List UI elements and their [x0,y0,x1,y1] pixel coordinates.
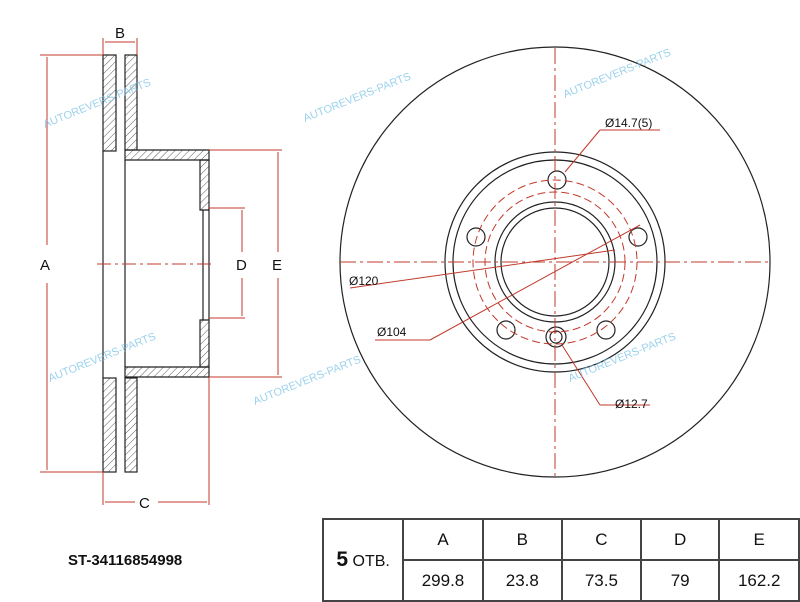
center-bore-inner [500,207,610,317]
header-c: C [560,518,642,561]
inner-plate-top [124,54,138,151]
label-hole-diameter: Ø14.7(5) [605,116,652,130]
holes-label: ОТВ. [352,553,390,570]
hub-flange-top [199,159,210,211]
label-center-hole: Ø12.7 [615,397,648,411]
side-section-view [102,54,210,473]
side-dimensions [40,38,282,505]
watermark-text: AUTOREVERS-PARTS [562,47,673,101]
hub-top-wall [124,149,210,161]
front-dimensions [340,48,770,478]
value-c: 73.5 [560,559,642,602]
holes-count-cell: 5 ОТВ. [321,518,405,602]
dimensions-table: 5 ОТВ. A B C D E 299.8 23.8 73.5 79 162.… [321,518,800,602]
inner-plate-bottom [124,377,138,473]
part-number: ST-34116854998 [68,552,183,569]
label-pcd-104: Ø104 [377,325,407,339]
header-b: B [481,518,563,561]
bolt-hole [628,227,648,247]
center-pin-hole [545,326,567,348]
bolt-hole [596,320,616,340]
outer-plate-bottom [102,377,117,473]
hub-bottom-wall [124,366,210,378]
header-a: A [402,518,484,561]
dim-label-a: A [40,257,50,274]
dim-label-c: C [139,495,150,512]
value-a: 299.8 [402,559,484,602]
bolt-hole [466,227,486,247]
hub-flange-bottom [199,319,210,368]
holes-count: 5 [336,548,349,571]
bolt-hole [496,320,516,340]
value-e: 162.2 [718,559,800,602]
label-pcd-120: Ø120 [349,274,379,288]
watermark-text: AUTOREVERS-PARTS [252,354,363,408]
value-d: 79 [639,559,721,602]
dim-label-b: B [115,25,125,42]
header-d: D [639,518,721,561]
dim-label-e: E [272,257,282,274]
center-pin-hole-inner [549,330,563,344]
outer-plate-top [102,54,117,152]
value-b: 23.8 [481,559,563,602]
dim-label-d: D [236,257,247,274]
header-e: E [718,518,800,561]
